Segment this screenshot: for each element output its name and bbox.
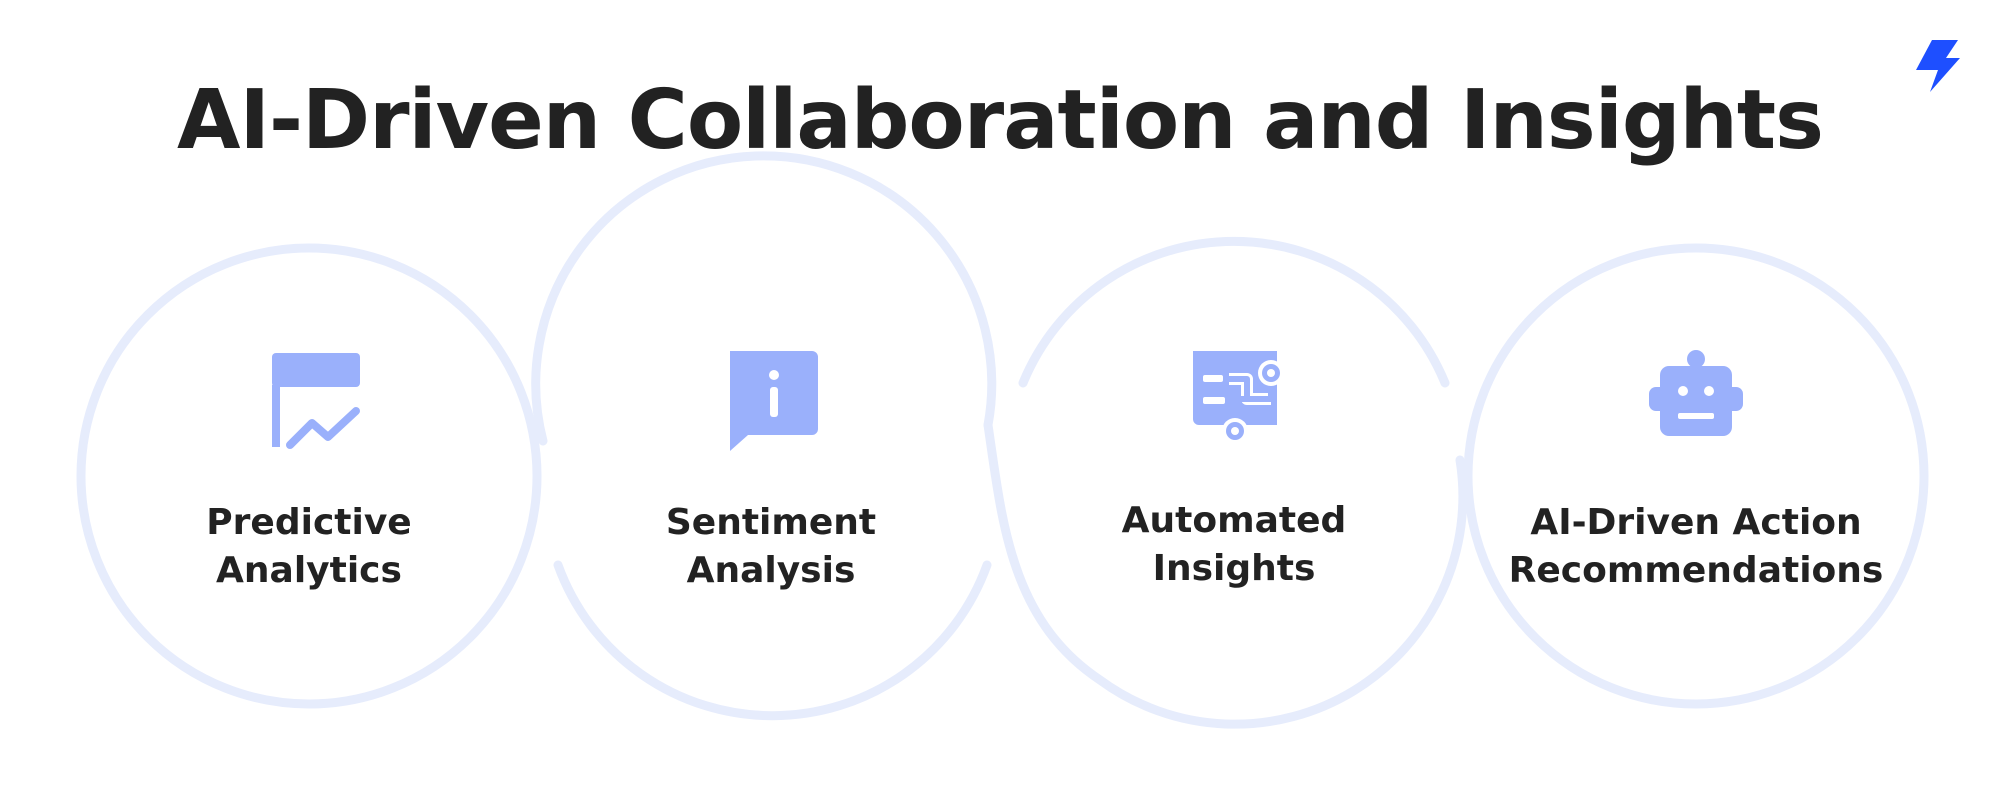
- ring-2-lower-arc: [553, 560, 992, 721]
- item-label: Automated Insights: [1034, 497, 1434, 593]
- item-ai-driven-action: AI-Driven Action Recommendations: [1496, 349, 1896, 591]
- item-label-line-2: Recommendations: [1508, 550, 1884, 591]
- page-title: AI-Driven Collaboration and Insights: [177, 73, 1824, 168]
- item-label-line-1: Predictive: [206, 502, 412, 543]
- item-label-line-2: Insights: [1152, 548, 1316, 589]
- ring-3-lower-arc: [983, 420, 1468, 729]
- document-circuit-icon: [1193, 351, 1284, 444]
- ring-4: [1463, 243, 1929, 709]
- item-label-line-1: Automated: [1121, 500, 1347, 541]
- item-label-line-2: Analytics: [216, 550, 402, 591]
- item-label-line-1: AI-Driven Action: [1530, 502, 1862, 543]
- item-label-line-1: Sentiment: [665, 502, 877, 543]
- item-label: Sentiment Analysis: [571, 499, 971, 595]
- item-label: Predictive Analytics: [109, 499, 509, 595]
- ring-3-upper-arc: [1018, 236, 1450, 388]
- ring-2-arc: [531, 151, 997, 446]
- item-label: AI-Driven Action Recommendations: [1496, 499, 1896, 595]
- item-label-line-2: Analysis: [686, 550, 856, 591]
- lightning-bolt-icon: [1916, 40, 1960, 92]
- item-predictive-analytics: Predictive Analytics: [109, 349, 509, 591]
- chart-trend-icon: [272, 353, 360, 449]
- info-chat-icon: [730, 351, 818, 451]
- item-automated-insights: Automated Insights: [1034, 347, 1434, 589]
- ring-1: [76, 243, 542, 709]
- robot-icon: [1649, 350, 1743, 436]
- item-sentiment-analysis: Sentiment Analysis: [571, 349, 971, 591]
